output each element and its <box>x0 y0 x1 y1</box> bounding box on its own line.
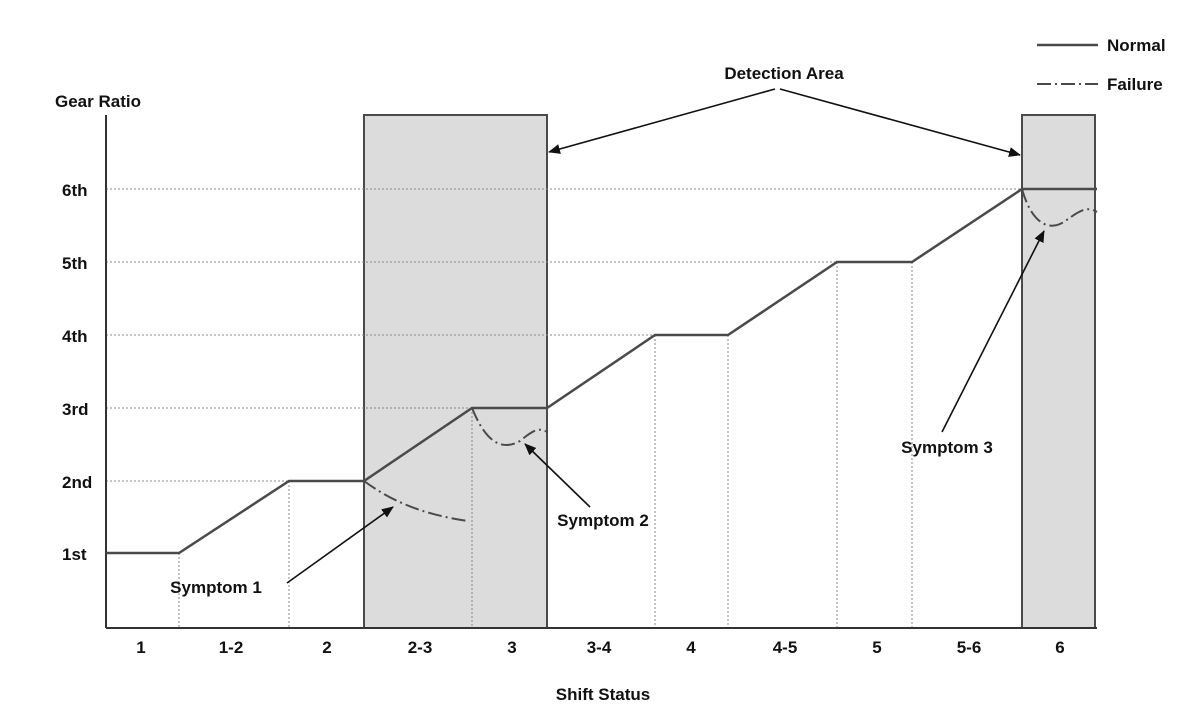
x-tick-2: 2 <box>322 638 331 657</box>
failure-curve-3 <box>1021 188 1098 227</box>
legend: Normal Failure <box>1037 36 1166 94</box>
failure-curves <box>363 188 1098 522</box>
detection-area-2 <box>1021 114 1096 629</box>
x-tick-2-3: 2-3 <box>408 638 433 657</box>
x-tick-4-5: 4-5 <box>773 638 798 657</box>
legend-normal-label: Normal <box>1107 36 1166 55</box>
y-tick-4th: 4th <box>62 327 88 346</box>
failure-curve-1 <box>363 480 469 522</box>
detection-arrow-right <box>779 88 1021 157</box>
failure-curve-2 <box>471 407 548 446</box>
symptom-3-arrow <box>941 230 1045 433</box>
symptom-2-label: Symptom 2 <box>557 511 649 530</box>
x-tick-5-6: 5-6 <box>957 638 982 657</box>
y-tick-1st: 1st <box>62 545 87 564</box>
x-tick-1: 1 <box>136 638 145 657</box>
x-tick-labels: 1 1-2 2 2-3 3 3-4 4 4-5 5 5-6 6 <box>136 638 1064 657</box>
horizontal-gridlines <box>106 188 1022 482</box>
detection-area-label: Detection Area <box>724 64 844 83</box>
x-tick-4: 4 <box>686 638 696 657</box>
legend-failure-label: Failure <box>1107 75 1163 94</box>
symptom-1-arrow <box>286 506 394 584</box>
y-axis-label: Gear Ratio <box>55 92 141 111</box>
symptom-1-label: Symptom 1 <box>170 578 262 597</box>
vertical-gridlines <box>178 262 913 628</box>
y-tick-labels: 1st 2nd 3rd 4th 5th 6th <box>62 181 92 564</box>
x-tick-5: 5 <box>872 638 881 657</box>
x-axis-label: Shift Status <box>556 685 650 704</box>
normal-line <box>106 187 1097 555</box>
detection-area-1 <box>363 114 548 629</box>
x-tick-3-4: 3-4 <box>587 638 612 657</box>
x-tick-3: 3 <box>507 638 516 657</box>
y-tick-6th: 6th <box>62 181 88 200</box>
y-tick-3rd: 3rd <box>62 400 88 419</box>
symptom-3-label: Symptom 3 <box>901 438 993 457</box>
y-tick-2nd: 2nd <box>62 473 92 492</box>
x-tick-6: 6 <box>1055 638 1064 657</box>
x-tick-1-2: 1-2 <box>219 638 244 657</box>
y-tick-5th: 5th <box>62 254 88 273</box>
symptom-2-arrow <box>524 443 591 508</box>
detection-arrow-left <box>548 88 776 154</box>
